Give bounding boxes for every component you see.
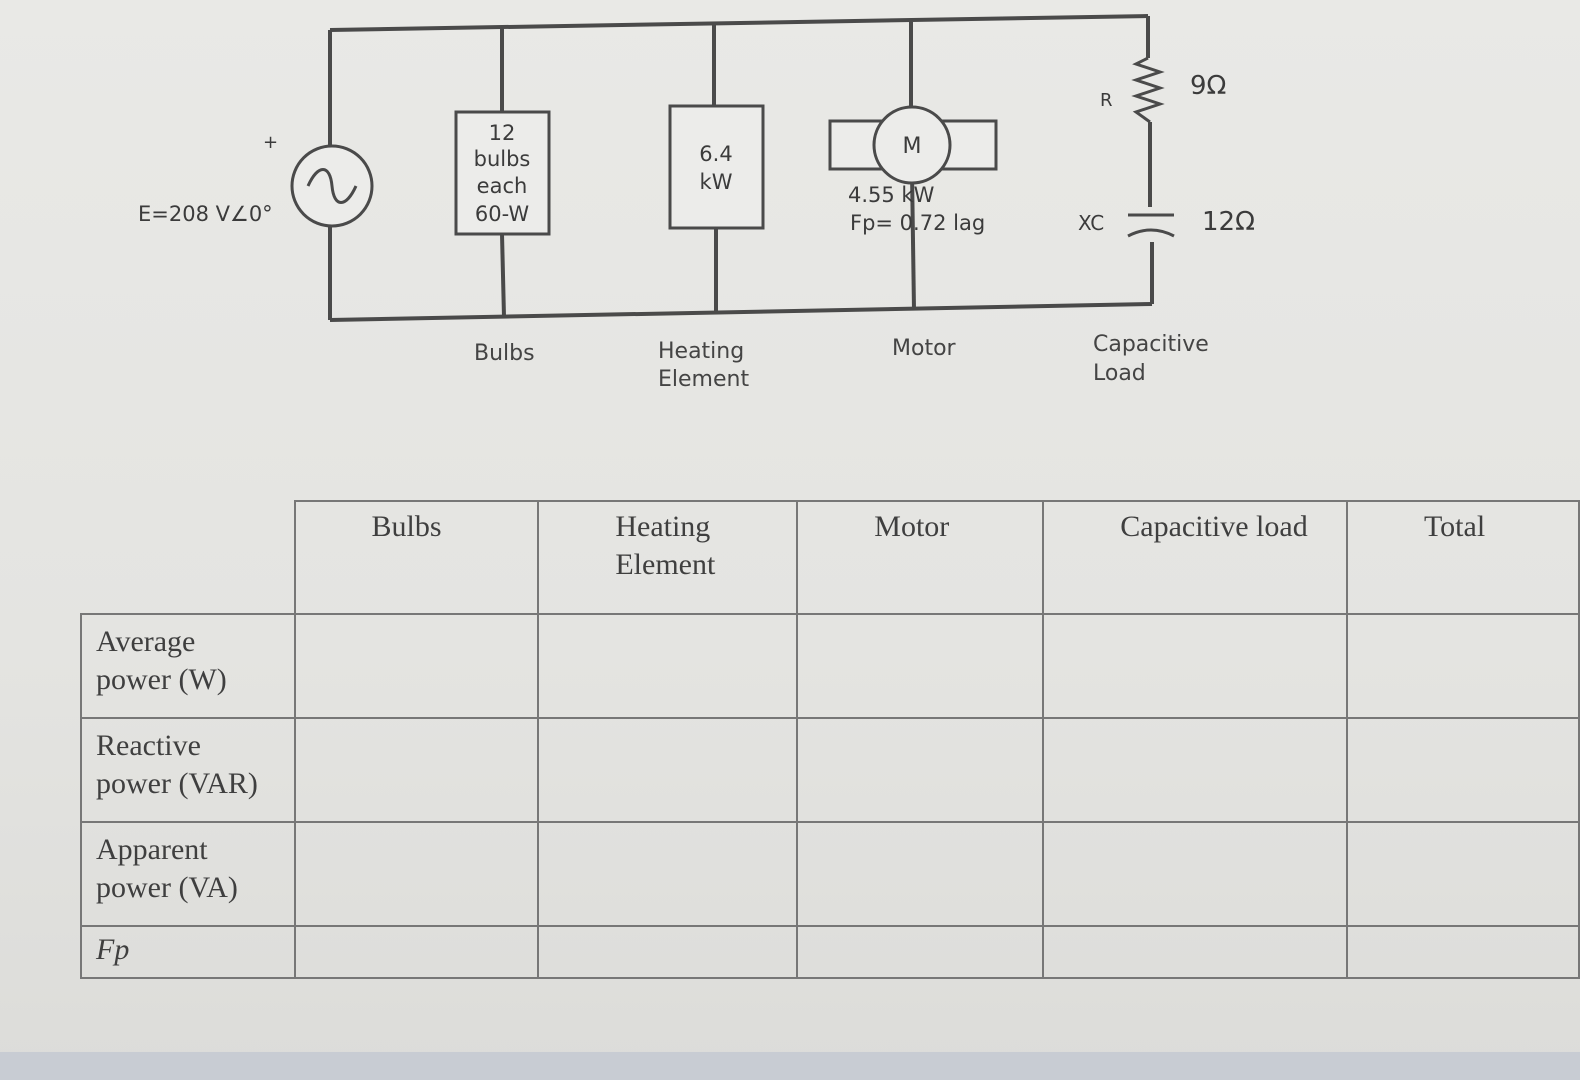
row-label-text: Reactive power (VAR) (96, 729, 258, 800)
heating-box-line-2: kW (700, 170, 733, 194)
cell-total-average[interactable] (1345, 613, 1580, 719)
column-header-capacitive: Capacitive load (1042, 500, 1348, 615)
column-header-motor: Motor (796, 500, 1045, 615)
bulbs-box-line-3: each (477, 174, 528, 198)
cell-total-pf[interactable] (1345, 925, 1580, 979)
heating-caption-line-1: Heating (658, 339, 744, 364)
heating-box (668, 104, 765, 230)
power-table: Bulbs Heating Element Motor Capacitive l… (80, 500, 1580, 979)
row-label-power-factor: Fp (80, 925, 296, 979)
cell-total-reactive[interactable] (1345, 717, 1580, 823)
table-row-reactive-power: Reactive power (VAR) (80, 717, 1580, 823)
cell-heating-average[interactable] (537, 613, 799, 719)
bulbs-box-line-2: bulbs (474, 147, 531, 171)
heating-box-line-1: 6.4 (699, 142, 732, 166)
column-header-bulbs: Bulbs (293, 500, 540, 615)
column-header-text: Heating Element (615, 510, 716, 581)
capacitor-icon (1127, 213, 1175, 238)
motor-caption: Motor (892, 336, 957, 361)
cell-bulbs-average[interactable] (293, 613, 540, 719)
bulbs-box-line-1: 12 (489, 121, 516, 145)
cell-capacitive-apparent[interactable] (1042, 821, 1348, 927)
column-header-text: Bulbs (371, 510, 442, 543)
cell-motor-apparent[interactable] (796, 821, 1045, 927)
cell-motor-reactive[interactable] (796, 717, 1045, 823)
column-header-text: Total (1423, 510, 1486, 543)
row-label-text: Apparent power (VA) (96, 833, 238, 904)
capacitive-caption-line-1: Capacitive (1093, 332, 1209, 357)
circuit-diagram: + E=208 V∠0° 12 bulbs each 60-W 6.4 kW M… (138, 14, 1255, 392)
cell-motor-average[interactable] (796, 613, 1045, 719)
source-plus-sign: + (263, 132, 278, 153)
table-row-average-power: Average power (W) (80, 613, 1580, 719)
motor-icon (828, 105, 998, 185)
heating-caption-line-2: Element (658, 367, 749, 392)
cell-heating-reactive[interactable] (537, 717, 799, 823)
cell-bulbs-apparent[interactable] (293, 821, 540, 927)
column-header-total: Total (1345, 500, 1580, 615)
screen-bottom-edge (0, 1052, 1580, 1080)
column-header-text: Motor (874, 510, 950, 543)
row-label-reactive-power: Reactive power (VAR) (80, 717, 296, 823)
table-row-power-factor: Fp (80, 925, 1580, 979)
source-voltage-label: E=208 V∠0° (138, 202, 273, 226)
row-label-text: Fp (96, 933, 130, 966)
bulbs-box (454, 110, 551, 236)
cell-heating-pf[interactable] (537, 925, 799, 979)
capacitor-symbol: XC (1078, 211, 1104, 235)
row-label-apparent-power: Apparent power (VA) (80, 821, 296, 927)
circuit-wires (328, 14, 1154, 322)
column-header-text: Capacitive load (1120, 510, 1308, 543)
resistor-symbol: R (1100, 90, 1113, 111)
column-header-heating: Heating Element (537, 500, 799, 615)
cell-heating-apparent[interactable] (537, 821, 799, 927)
row-label-text: Average power (W) (96, 625, 227, 696)
motor-pf-label: Fp= 0.72 lag (850, 211, 985, 235)
cell-motor-pf[interactable] (796, 925, 1045, 979)
cell-capacitive-reactive[interactable] (1042, 717, 1348, 823)
cell-bulbs-pf[interactable] (293, 925, 540, 979)
cell-total-apparent[interactable] (1345, 821, 1580, 927)
bulbs-caption: Bulbs (474, 341, 535, 366)
resistor-icon (1131, 56, 1165, 124)
cell-capacitive-average[interactable] (1042, 613, 1348, 719)
bulbs-box-line-4: 60-W (475, 202, 529, 226)
resistor-value: 9Ω (1190, 71, 1226, 101)
capacitor-value: 12Ω (1202, 207, 1255, 237)
ac-source-icon (290, 144, 374, 228)
motor-power-label: 4.55 kW (848, 183, 935, 207)
motor-symbol: M (903, 134, 922, 159)
cell-capacitive-pf[interactable] (1042, 925, 1348, 979)
table-row-apparent-power: Apparent power (VA) (80, 821, 1580, 927)
table-corner-cell (81, 501, 295, 614)
capacitive-caption-line-2: Load (1093, 361, 1146, 386)
cell-bulbs-reactive[interactable] (293, 717, 540, 823)
row-label-average-power: Average power (W) (80, 613, 296, 719)
table-header-row: Bulbs Heating Element Motor Capacitive l… (81, 500, 1580, 615)
